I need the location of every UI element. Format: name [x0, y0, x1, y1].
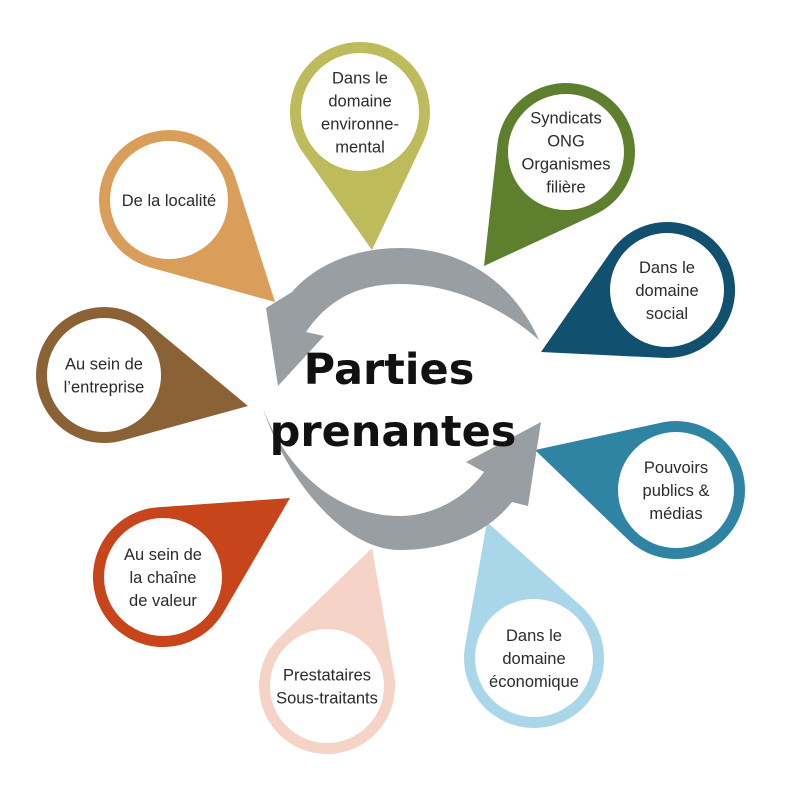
center-title-line-2: prenantes	[270, 407, 517, 457]
pin-inner-circle-localite	[110, 141, 228, 259]
pin-social: Dans le domaine social	[541, 221, 736, 358]
pin-economique: Dans le domaine économique	[464, 522, 605, 728]
pin-label-chaine-valeur-line-3: de valeur	[129, 592, 197, 610]
cycle-arrow-top	[266, 248, 539, 386]
pin-environnement: Dans le domaine environne-mental	[289, 41, 430, 250]
center-title-line-1: Parties	[304, 345, 475, 395]
pin-label-economique-line-3: économique	[489, 673, 579, 691]
pin-inner-circle-economique	[475, 599, 593, 717]
pin-inner-circle-chaine-valeur	[104, 518, 222, 636]
pin-label-chaine-valeur-line-1: Au sein de	[124, 546, 202, 564]
pin-label-syndicats-line-2: ONG	[547, 133, 585, 151]
pin-inner-circle-environnement	[301, 53, 419, 171]
pin-inner-circle-syndicats	[508, 94, 624, 210]
pin-label-environnement-line-3: environne-	[321, 116, 399, 134]
pin-label-syndicats-line-1: Syndicats	[530, 110, 602, 128]
pin-label-environnement-line-4: mental	[335, 139, 385, 157]
cycle-arrows	[263, 248, 541, 550]
pin-label-environnement-line-2: domaine	[328, 93, 391, 111]
pin-label-social-line-3: social	[646, 305, 688, 323]
pin-label-economique-line-1: Dans le	[506, 627, 562, 645]
pin-entreprise: Au sein de l’entreprise	[36, 307, 249, 444]
pin-label-social-line-2: domaine	[635, 282, 698, 300]
pin-inner-circle-pouvoirs-publics	[618, 432, 734, 548]
pin-inner-circle-social	[610, 233, 724, 347]
stakeholder-pins: Dans le domaine environne-mental SyndicatsO…	[36, 41, 746, 755]
pin-label-syndicats-line-4: filière	[546, 179, 585, 197]
pin-label-pouvoirs-publics-line-2: publics &	[643, 482, 710, 500]
pin-label-pouvoirs-publics-line-1: Pouvoirs	[644, 459, 708, 477]
pin-localite: De la localité	[99, 130, 276, 302]
center-label: Parties prenantes	[270, 345, 517, 457]
pin-label-syndicats-line-3: Organismes	[522, 156, 611, 174]
pin-label-chaine-valeur-line-2: la chaîne	[130, 569, 197, 587]
pin-label-prestataires-line-2: Sous-traitants	[276, 690, 378, 708]
pin-label-social-line-1: Dans le	[639, 259, 695, 277]
pin-chaine-valeur: Au sein de la chaîne de valeur	[92, 498, 291, 648]
pin-label-localite-line-1: De la localité	[122, 192, 216, 210]
pin-inner-circle-prestataires	[270, 629, 384, 743]
pin-label-entreprise-line-1: Au sein de	[65, 356, 143, 374]
pin-label-economique-line-2: domaine	[502, 650, 565, 668]
pin-label-environnement-line-1: Dans le	[332, 70, 388, 88]
cycle-arrow-bottom	[263, 408, 541, 550]
pin-inner-circle-entreprise	[47, 318, 161, 432]
pin-label-prestataires-line-1: Prestataires	[283, 667, 371, 685]
pin-label-entreprise-line-2: l’entreprise	[64, 379, 145, 397]
pin-pouvoirs-publics: Pouvoirs publics & médias	[535, 421, 746, 560]
pin-label-pouvoirs-publics-line-3: médias	[649, 505, 702, 523]
